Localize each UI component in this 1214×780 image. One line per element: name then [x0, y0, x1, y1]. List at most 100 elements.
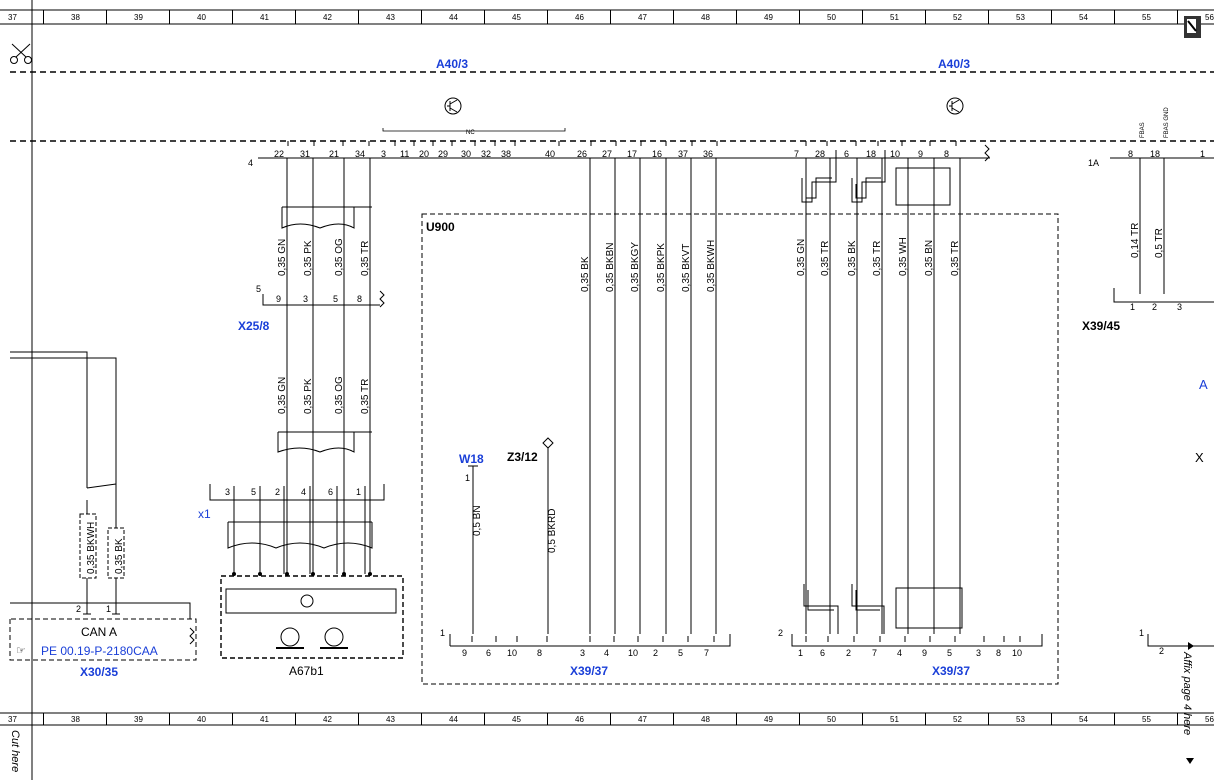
ruler-label-49: 49 [764, 13, 773, 22]
x1-connector[interactable]: x1 [198, 484, 385, 521]
x25-8-connector[interactable]: 5 X25/8 [238, 284, 385, 333]
module-pin-31: 31 [300, 149, 310, 159]
x30-35-label[interactable]: X30/35 [80, 665, 118, 679]
transistor-icon-a67b1 [300, 594, 314, 608]
wire-label-mid: 0,35 BKGY [630, 242, 641, 292]
wire-label-mid: 0,35 BKVT [681, 244, 692, 292]
ruler-label-37: 37 [8, 13, 17, 22]
nc-bracket: NC [382, 128, 566, 136]
nc-label: NC [466, 130, 475, 136]
shield-left-upper [281, 206, 372, 229]
x39-37-right-label[interactable]: X39/37 [932, 664, 970, 678]
speaker-icon-right [324, 627, 344, 647]
w18-wire-label: 0,5 BN [472, 505, 483, 536]
ruler-label-38: 38 [71, 715, 80, 724]
x39-37-left-label[interactable]: X39/37 [570, 664, 608, 678]
ruler-label-38: 38 [71, 13, 80, 22]
x1-pin-6: 6 [328, 487, 333, 497]
x39-37-left-connector[interactable]: 1 X39/37 [440, 628, 731, 678]
module-label-a40-3-right[interactable]: A40/3 [938, 57, 970, 71]
x39-37-right-pin-4: 4 [897, 648, 902, 658]
can-wires [10, 351, 125, 615]
shield-left-lower [277, 431, 372, 453]
w18-label[interactable]: W18 [459, 452, 484, 466]
module-pin-29: 29 [438, 149, 448, 159]
transistor-icon-left [444, 97, 462, 115]
ruler-label-51: 51 [890, 13, 899, 22]
x39-37-left-row: 1 [440, 628, 445, 638]
x39-37-left-pin-6: 6 [486, 648, 491, 658]
hand-pointer-icon: ☞ [16, 645, 26, 657]
ruler-label-50: 50 [827, 715, 836, 724]
ruler-label-50: 50 [827, 13, 836, 22]
wire-label-right: 0,35 GN [796, 239, 807, 276]
x39-37-right-row: 2 [778, 628, 783, 638]
x25-8-label[interactable]: X25/8 [238, 319, 270, 333]
wire-label-right: 0,35 BN [924, 240, 935, 276]
shields-right [801, 150, 963, 634]
a67b1-component[interactable]: A67b1 [220, 575, 404, 678]
module-pin-far-18: 18 [1150, 149, 1160, 159]
ruler-label-46: 46 [575, 13, 584, 22]
can-wire-label-bk: 0,35 BK [114, 538, 125, 574]
module-pin-30: 30 [461, 149, 471, 159]
x39-45-label[interactable]: X39/45 [1082, 319, 1120, 333]
wire-label-right: 0,35 TR [820, 241, 831, 276]
junction-dot [232, 572, 236, 576]
wire-label-upper: 0,35 PK [303, 240, 314, 276]
ruler-label-52: 52 [953, 715, 962, 724]
ruler-label-45: 45 [512, 715, 521, 724]
wire-label-far: 0,14 TR [1130, 223, 1141, 258]
module-pin-18: 18 [866, 149, 876, 159]
affix-page-label: Affix page 4 here [1181, 651, 1193, 735]
wire-label-lower: 0,35 TR [360, 379, 371, 414]
can-pin-2: 2 [76, 604, 81, 614]
x39-45-pin-1: 1 [1130, 302, 1135, 312]
partial-label-a: A [1199, 377, 1208, 392]
module-label-a40-3-left[interactable]: A40/3 [436, 57, 468, 71]
x39-37-left-pin-4: 4 [604, 648, 609, 658]
ruler-label-39: 39 [134, 13, 143, 22]
wire-label-upper: 0,35 OG [334, 238, 345, 276]
splice-icon [542, 437, 554, 449]
row-number-1a: 1A [1088, 158, 1099, 168]
cut-here-label: Cut here [9, 730, 21, 772]
x39-45-connector[interactable]: X39/45 [1082, 288, 1214, 333]
x39-37-right-pin-2: 2 [846, 648, 851, 658]
x39-37-left-pin-7: 7 [704, 648, 709, 658]
wire-label-far: 0,5 TR [1154, 228, 1165, 258]
wire-label-mid: 0,35 BKPK [656, 243, 667, 292]
u900-label[interactable]: U900 [426, 220, 455, 234]
x25-8-pin-9: 9 [276, 294, 281, 304]
ruler-label-56: 56 [1205, 13, 1214, 22]
x39-37-right-connector[interactable]: 2 X39/37 [778, 628, 1043, 678]
x25-8-pin-3: 3 [303, 294, 308, 304]
can-pin-1: 1 [106, 604, 111, 614]
x39-37-left-pin-9: 9 [462, 648, 467, 658]
a67b1-label[interactable]: A67b1 [289, 664, 324, 678]
x39-37-right-pin-3: 3 [976, 648, 981, 658]
z3-12-label[interactable]: Z3/12 [507, 450, 538, 464]
wire-label-upper: 0,35 GN [277, 239, 288, 276]
can-a-title: CAN A [81, 625, 117, 639]
ruler-label-39: 39 [134, 715, 143, 724]
module-pin-40: 40 [545, 149, 555, 159]
module-pin-32: 32 [481, 149, 491, 159]
can-a-box[interactable]: CAN A ☞ PE 00.19-P-2180CAA X30/35 [9, 602, 197, 679]
ruler-label-41: 41 [260, 13, 269, 22]
x1-label[interactable]: x1 [198, 507, 211, 521]
wire-label-lower: 0,35 PK [303, 378, 314, 414]
wire-label-right: 0,35 TR [950, 241, 961, 276]
far-right-pin: 2 [1159, 646, 1164, 656]
x39-37-right-pin-5: 5 [947, 648, 952, 658]
x39-37-right-pin-8: 8 [996, 648, 1001, 658]
junction-dot [311, 572, 315, 576]
module-pin-10: 10 [890, 149, 900, 159]
top-ruler [0, 9, 1214, 25]
ruler-label-40: 40 [197, 715, 206, 724]
x1-pin-1: 1 [356, 487, 361, 497]
can-a-reference-link[interactable]: PE 00.19-P-2180CAA [41, 644, 158, 658]
ruler-label-42: 42 [323, 715, 332, 724]
ruler-label-53: 53 [1016, 13, 1025, 22]
x39-37-right-pin-6: 6 [820, 648, 825, 658]
